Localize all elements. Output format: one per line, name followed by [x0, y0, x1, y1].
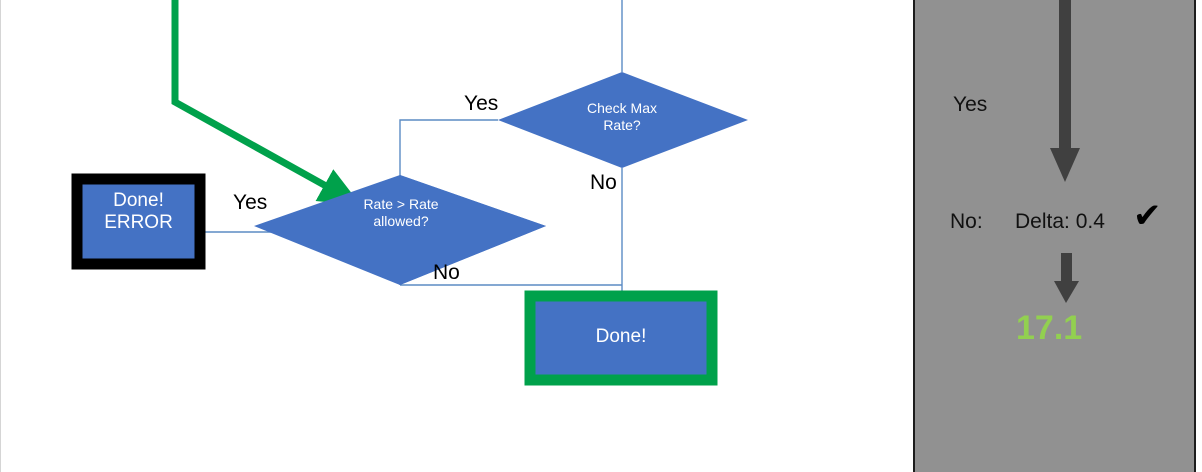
- edge-label-check-max-rate-no: No: [590, 171, 617, 194]
- flowchart-graphics: [71, 0, 748, 386]
- edge-label-rate-allowed-yes: Yes: [233, 191, 268, 214]
- node-done-error[interactable]: [71, 173, 206, 270]
- arrow-down-short: [1054, 253, 1079, 303]
- status-panel: Yes No: Delta: 0.4 ✔ 17.1: [913, 0, 1196, 472]
- flowchart-slide-canvas: Done! ERROR Rate > Rate allowed? Check M…: [0, 0, 748, 472]
- panel-yes-label: Yes: [953, 93, 988, 116]
- panel-result-value: 17.1: [1016, 309, 1083, 347]
- node-check-max-rate[interactable]: [498, 72, 748, 168]
- panel-delta-label: Delta: 0.4: [1015, 210, 1105, 233]
- right-edge-filler: [1196, 0, 1202, 472]
- green-highlight-arrow: [171, 0, 362, 206]
- panel-no-label: No:: [950, 210, 983, 233]
- check-icon: ✔: [1133, 196, 1162, 236]
- node-rate-gt-rate-allowed-hit: [254, 175, 546, 285]
- status-panel-arrows: [1050, 0, 1080, 303]
- edge-label-rate-allowed-no: No: [433, 261, 460, 284]
- node-done[interactable]: [524, 290, 718, 386]
- arrow-down-long: [1050, 0, 1080, 182]
- edge-label-check-max-rate-yes: Yes: [464, 92, 499, 115]
